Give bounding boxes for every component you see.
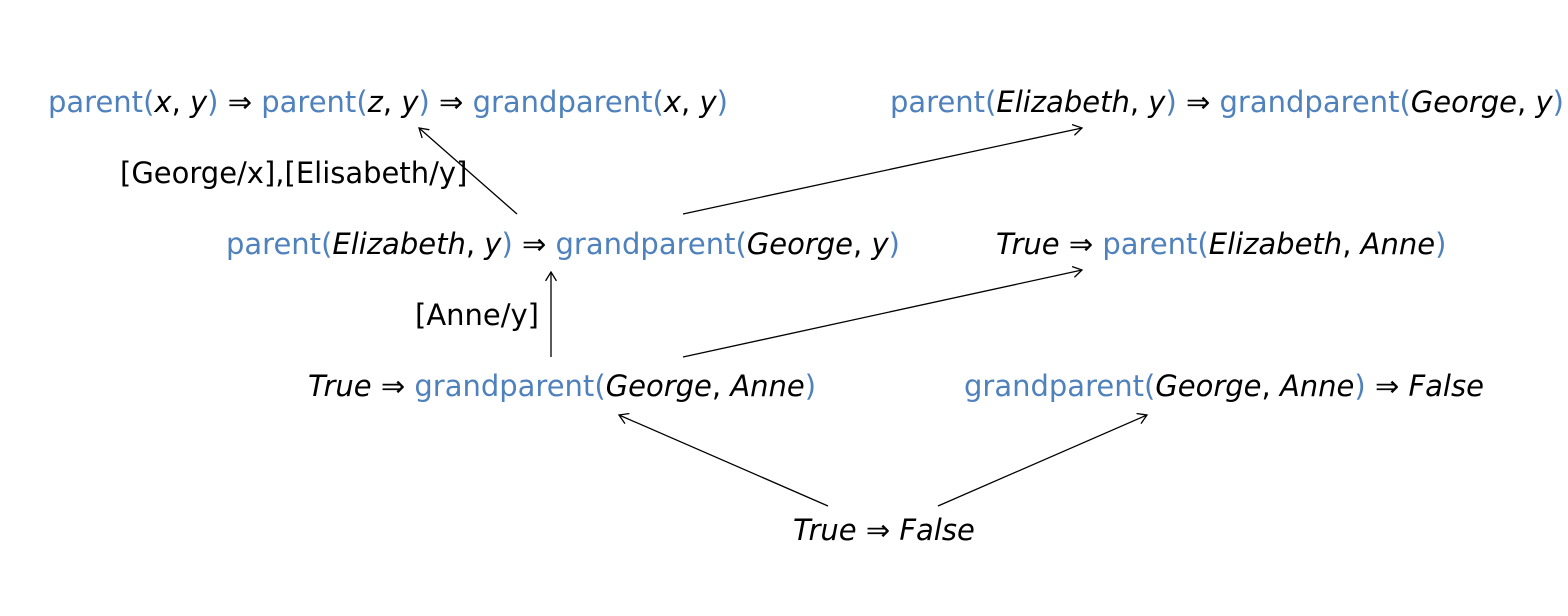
formula-token-punct: , bbox=[1342, 227, 1361, 261]
formula-token-op: ⇒ bbox=[1365, 369, 1409, 403]
formula-token-paren: ) bbox=[1435, 227, 1447, 261]
node-n7: True ⇒ False bbox=[793, 512, 975, 548]
node-n3: parent(Elizabeth, y) ⇒ grandparent(Georg… bbox=[226, 226, 900, 262]
formula-token-paren: ( bbox=[1399, 85, 1411, 119]
arrowhead-icon bbox=[418, 127, 430, 139]
formula-token-var: y bbox=[484, 227, 502, 261]
formula-token-op: ⇒ bbox=[371, 369, 415, 403]
formula-token-punct: , bbox=[382, 85, 402, 119]
formula-token-pred: parent bbox=[226, 227, 322, 261]
arrowhead-icon bbox=[1071, 124, 1084, 136]
formula-token-var: George bbox=[605, 369, 712, 403]
edge-n3-to-n2 bbox=[682, 127, 1083, 215]
node-n6: grandparent(George, Anne) ⇒ False bbox=[964, 368, 1484, 404]
formula-token-var: z bbox=[367, 85, 383, 119]
edge-n3-to-n1 bbox=[418, 127, 518, 215]
formula-token-punct: , bbox=[465, 227, 485, 261]
formula-token-var: Elizabeth bbox=[996, 85, 1130, 119]
formula-token-var: True bbox=[996, 227, 1060, 261]
formula-token-pred: grandparent bbox=[964, 369, 1144, 403]
node-n4: True ⇒ parent(Elizabeth, Anne) bbox=[996, 226, 1446, 262]
formula-token-paren: ( bbox=[652, 85, 664, 119]
arrowhead-icon bbox=[545, 270, 557, 282]
formula-token-var: True bbox=[793, 513, 857, 547]
formula-token-var: True bbox=[308, 369, 372, 403]
formula-token-paren: ( bbox=[143, 85, 155, 119]
formula-token-pred: parent bbox=[48, 85, 144, 119]
formula-token-var: Anne bbox=[1360, 227, 1436, 261]
formula-token-punct: , bbox=[1129, 85, 1149, 119]
formula-token-paren: ) bbox=[888, 227, 900, 261]
edge-n7-to-n5 bbox=[618, 414, 829, 507]
node-n1: parent(x, y) ⇒ parent(z, y) ⇒ grandparen… bbox=[48, 84, 728, 120]
arrowhead-icon bbox=[1136, 412, 1149, 424]
formula-token-op: ⇒ bbox=[1176, 85, 1220, 119]
formula-token-var: Elizabeth bbox=[332, 227, 466, 261]
arrowhead-icon bbox=[1071, 266, 1084, 278]
formula-token-paren: ( bbox=[356, 85, 368, 119]
formula-token-paren: ( bbox=[735, 227, 747, 261]
formula-token-pred: parent bbox=[1102, 227, 1198, 261]
formula-token-var: y bbox=[1535, 85, 1553, 119]
formula-token-var: Anne bbox=[1279, 369, 1355, 403]
formula-token-paren: ) bbox=[1354, 369, 1366, 403]
formula-token-paren: ) bbox=[418, 85, 430, 119]
formula-token-paren: ) bbox=[716, 85, 728, 119]
formula-token-var: Anne bbox=[730, 369, 805, 403]
formula-token-var: George bbox=[746, 227, 854, 261]
formula-token-var: y bbox=[1148, 85, 1166, 119]
formula-token-punct: , bbox=[1261, 369, 1280, 403]
formula-token-op: ⇒ bbox=[512, 227, 556, 261]
formula-token-paren: ( bbox=[321, 227, 333, 261]
formula-token-var: y bbox=[190, 85, 208, 119]
formula-token-paren: ( bbox=[985, 85, 997, 119]
formula-token-punct: , bbox=[1517, 85, 1536, 119]
formula-token-op: ⇒ bbox=[429, 85, 473, 119]
formula-token-paren: ( bbox=[1143, 369, 1156, 403]
formula-token-op: ⇒ bbox=[856, 513, 900, 547]
formula-token-punct: , bbox=[711, 369, 731, 403]
formula-token-var: Elizabeth bbox=[1208, 227, 1343, 261]
formula-token-pred: grandparent bbox=[555, 227, 736, 261]
formula-token-pred: parent bbox=[261, 85, 357, 119]
formula-token-paren: ) bbox=[804, 369, 817, 403]
formula-token-pred: grandparent bbox=[1219, 85, 1400, 119]
formula-token-var: x bbox=[154, 85, 172, 119]
formula-token-var: False bbox=[1408, 369, 1484, 403]
formula-token-punct: , bbox=[853, 227, 872, 261]
formula-token-var: y bbox=[871, 227, 889, 261]
formula-token-pred: parent bbox=[890, 85, 986, 119]
formula-token-var: False bbox=[899, 513, 975, 547]
formula-token-var: George bbox=[1410, 85, 1518, 119]
formula-token-paren: ( bbox=[1197, 227, 1209, 261]
formula-token-pred: grandparent bbox=[414, 369, 595, 403]
formula-token-paren: ) bbox=[1165, 85, 1177, 119]
formula-token-punct: , bbox=[171, 85, 190, 119]
formula-token-pred: grandparent bbox=[472, 85, 653, 119]
formula-token-paren: ) bbox=[207, 85, 219, 119]
formula-token-op: ⇒ bbox=[218, 85, 262, 119]
node-n5: True ⇒ grandparent(George, Anne) bbox=[308, 368, 816, 404]
substitution-label: [George/x],[Elisabeth/y] bbox=[120, 156, 468, 190]
formula-token-paren: ) bbox=[1552, 85, 1564, 119]
formula-token-var: y bbox=[401, 85, 419, 119]
edge-n7-to-n6 bbox=[937, 414, 1148, 507]
formula-token-punct: , bbox=[681, 85, 700, 119]
formula-token-op: ⇒ bbox=[1059, 227, 1103, 261]
node-n2: parent(Elizabeth, y) ⇒ grandparent(Georg… bbox=[890, 84, 1564, 120]
edge-n5-to-n4 bbox=[682, 269, 1083, 358]
formula-token-var: x bbox=[663, 85, 682, 119]
formula-token-var: George bbox=[1155, 369, 1262, 403]
formula-token-paren: ( bbox=[594, 369, 606, 403]
substitution-label: [Anne/y] bbox=[415, 298, 540, 332]
formula-token-paren: ) bbox=[501, 227, 513, 261]
formula-token-var: y bbox=[699, 85, 717, 119]
arrowhead-icon bbox=[617, 412, 630, 424]
